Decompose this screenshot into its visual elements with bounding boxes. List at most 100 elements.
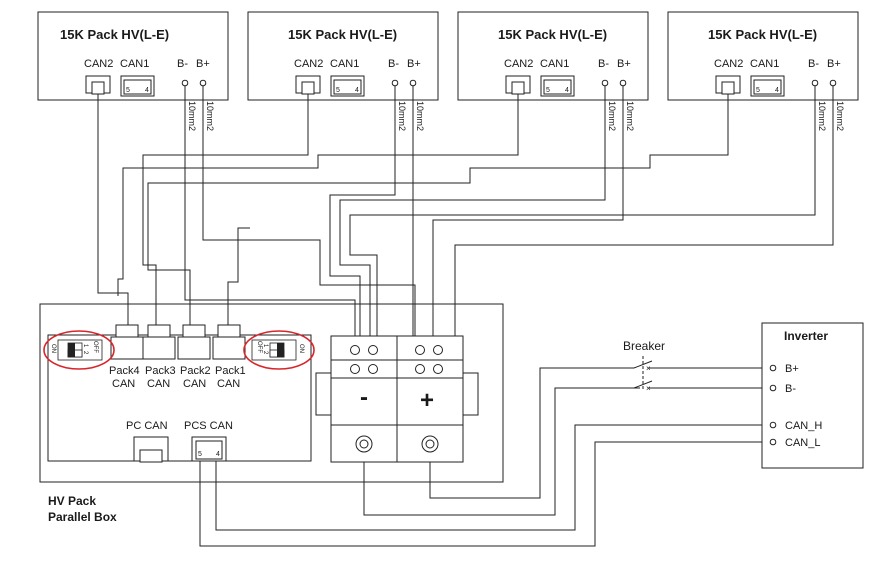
pack-3-can2-label: CAN2 [504,58,533,70]
pc-can-socket [139,449,163,463]
neg-bus-terminal-4[interactable] [368,364,378,374]
pack-3-bminus-label: B- [598,58,609,70]
parallel-box-enclosure [39,303,504,483]
inverter-bminus-terminal[interactable] [769,384,777,392]
neg-to-breaker [363,387,640,516]
pcs-can-h-wire [215,424,770,531]
pcs-can-l-wire [199,441,770,547]
pack-1-can2-label: CAN2 [84,58,113,70]
pack-1-title: 15K Pack HV(L-E) [60,27,169,42]
pack-3-bminus-terminal[interactable] [601,79,609,87]
pack-1-bplus-terminal[interactable] [199,79,207,87]
pcs-can-pin5: 5 [198,451,202,458]
pack3-can-port-top[interactable] [147,324,171,338]
parallel-box-name-line2: Parallel Box [48,510,117,524]
parallel-box: HV Pack Parallel Box Pack4 CAN Pack3 CAN… [39,303,504,524]
pack-2-can1-socket [333,79,362,95]
pcs-can-label: PCS CAN [184,420,233,432]
breaker-x-bottom: × [646,384,651,393]
pack-2-cable-neg: 10mm2 [397,101,407,131]
pack-2-pin5: 5 [336,87,340,94]
pcs-can-pin4: 4 [216,451,220,458]
pack4-can-port-top[interactable] [115,324,139,338]
pack-1-pin5: 5 [126,87,130,94]
neg-wire-pack2 [329,86,396,345]
neg-bus-bracket [315,372,333,416]
dip-switch-right[interactable]: OFF ON 1 2 [251,339,304,361]
inverter-bplus-terminal[interactable] [769,364,777,372]
dip-right-highlight [243,330,315,370]
pos-bus-terminal-2[interactable] [433,345,443,355]
inverter-bplus-label: B+ [785,363,799,375]
breaker-label: Breaker [623,339,665,353]
pack-1-can1-label: CAN1 [120,58,149,70]
breaker-switch-top [628,360,653,369]
neg-wire-pack1 [184,86,356,345]
pack-3-bplus-terminal[interactable] [619,79,627,87]
pack-3-cable-pos: 10mm2 [625,101,635,131]
dip-switch-left[interactable]: ON OFF 1 2 [50,339,103,361]
inverter-canl-terminal[interactable] [769,438,777,446]
dip-left-n2: 2 [82,351,88,355]
pack-4-bminus-label: B- [808,58,819,70]
breaker[interactable]: Breaker × × [623,339,665,393]
neg-bus-output-stud-inner [359,439,369,449]
dc-busbars: - + [315,335,479,463]
pack-3-title: 15K Pack HV(L-E) [498,27,607,42]
breaker-switch-bottom [628,380,653,389]
pos-to-breaker [429,367,628,499]
pos-bus-terminal-3[interactable] [415,364,425,374]
dip-right-n1: 1 [262,344,268,348]
pos-bus-terminal-1[interactable] [415,345,425,355]
parallel-box-board [47,334,312,462]
pack1-can-sub: CAN [217,378,240,390]
pack-4-bplus-terminal[interactable] [829,79,837,87]
pack-1-bminus-label: B- [177,58,188,70]
inverter-canh-terminal[interactable] [769,421,777,429]
dip-left-highlight [43,330,115,370]
pack4-can-sub: CAN [112,378,135,390]
dip-left-on: ON [50,344,56,353]
pack-2-can1-label: CAN1 [330,58,359,70]
pack-2: 15K Pack HV(L-E) CAN2 CAN1 B- B+ 5 4 10m… [247,11,439,131]
pack-4-pin5: 5 [756,87,760,94]
pack-1-bminus-terminal[interactable] [181,79,189,87]
neg-bus-terminal-2[interactable] [368,345,378,355]
pack-4-can1-socket [753,79,782,95]
pack-2-title: 15K Pack HV(L-E) [288,27,397,42]
pack3-can-sub: CAN [147,378,170,390]
inverter: Inverter B+ B- CAN_H CAN_L [761,322,864,469]
neg-bus-terminal-1[interactable] [350,345,360,355]
pos-bus-output-stud-inner [425,439,435,449]
wiring [97,86,834,547]
pack-2-bminus-terminal[interactable] [391,79,399,87]
pack-1-bplus-label: B+ [196,58,210,70]
pack-2-bplus-terminal[interactable] [409,79,417,87]
neg-bus-terminal-3[interactable] [350,364,360,374]
pos-bus-terminal-4[interactable] [433,364,443,374]
inverter-enclosure [761,322,864,469]
pack4-can-port[interactable] [110,336,144,360]
pack2-can-port[interactable] [177,336,211,360]
pos-wire-pack4 [454,86,834,345]
pack1-can-port[interactable] [212,336,246,360]
dip-right-off: OFF [256,341,262,353]
pack-2-can2-label: CAN2 [294,58,323,70]
pos-bus-symbol: + [420,387,434,414]
neg-wire-pack4 [349,86,816,345]
dip-left-off: OFF [92,341,98,353]
pack-4-bminus-terminal[interactable] [811,79,819,87]
dip-right-knob-2 [277,350,284,357]
pos-bus-bracket [461,372,479,416]
pack1-can-port-top[interactable] [217,324,241,338]
pack-2-bminus-label: B- [388,58,399,70]
can-wire-pack4 [147,94,729,325]
pack3-can-port[interactable] [142,336,176,360]
pcs-can-socket [195,440,223,460]
pack4-can-label: Pack4 [109,365,140,377]
dip-right-n2: 2 [262,351,268,355]
pack2-can-port-top[interactable] [182,324,206,338]
pack-2-bplus-label: B+ [407,58,421,70]
pack-2-cable-pos: 10mm2 [415,101,425,131]
